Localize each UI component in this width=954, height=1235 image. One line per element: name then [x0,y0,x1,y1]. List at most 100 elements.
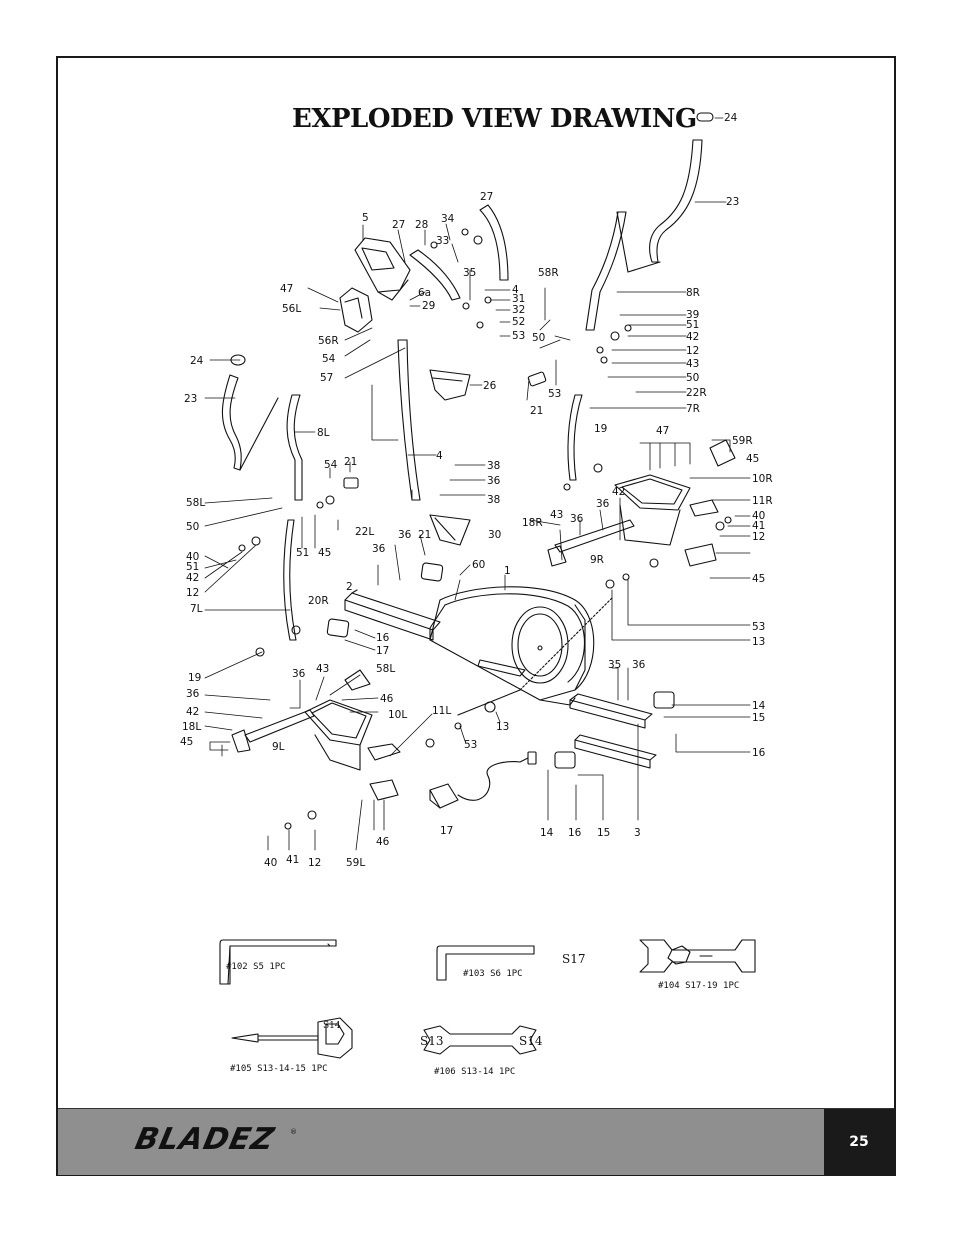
part-labels: 24 23 27 5 27 28 34 33 35 4 31 32 52 53 … [180,112,773,869]
part-label: 2 [346,581,353,593]
part-label: 3 [634,827,641,839]
part-label: 22L [355,526,374,538]
front-stabilizer-drawing [344,589,441,641]
part-label: 42 [186,706,199,718]
part-label: 11R [752,495,773,507]
part-label: 32 [512,304,525,316]
part-label: 40 [264,857,277,869]
part-label: 6a [418,287,431,299]
part-label: 36 [596,498,610,510]
console-drawing [354,237,411,301]
part-label: 10L [388,709,407,721]
size-label-s13: S13 [420,1034,444,1048]
part-label: 12 [308,857,321,869]
part-label: 8L [317,427,330,439]
part-label: 59L [346,857,365,869]
part-label: 40 [186,551,199,563]
part-label: 36 [487,475,501,487]
part-label: 53 [512,330,525,342]
part-label: 53 [548,388,561,400]
part-label: 12 [752,531,765,543]
screwdriver-wrench-105-icon [231,1017,353,1059]
part-label: 43 [550,509,563,521]
part-label: 21 [344,456,357,468]
page-title: EXPLODED VIEW DRAWING [292,104,697,134]
part-label: 15 [597,827,610,839]
part-label: 19 [594,423,607,435]
part-label: 51 [296,547,309,559]
tool-label-103: #103 S6 1PC [463,969,523,979]
size-label-s14-screwdriver: S14 [323,1021,341,1031]
part-label: 8R [686,287,700,299]
size-label-s17: S17 [562,952,586,966]
page-number: 25 [824,1108,894,1175]
part-label: 45 [180,736,193,748]
part-label: 13 [752,636,765,648]
part-label: 19 [188,672,201,684]
part-label: 59R [732,435,753,447]
part-label: 50 [532,332,545,344]
part-label: 36 [570,513,584,525]
part-label: 30 [488,529,501,541]
part-label: 4 [512,284,519,296]
part-label: 36 [632,659,646,671]
part-label: 12 [186,587,199,599]
footer-bar [58,1108,824,1175]
console-mast-drawing [397,339,471,546]
part-label: 24 [190,355,204,367]
part-label: 51 [186,561,199,573]
open-end-wrench-104-icon [639,939,756,973]
pedal-left-drawing [304,699,373,771]
part-label: 20R [308,595,329,607]
brand-logo: BLADEZ [132,1122,278,1157]
part-label: 16 [752,747,766,759]
tool-label-105: #105 S13-14-15 1PC [230,1064,328,1074]
part-label: 57 [320,372,333,384]
part-label: 7L [190,603,203,615]
part-label: 38 [487,460,500,472]
part-label: 43 [686,358,699,370]
part-label: 50 [686,372,699,384]
part-label: 53 [752,621,765,633]
part-label: 4 [436,450,443,462]
part-label: 9R [590,554,604,566]
part-label: 45 [752,573,765,585]
part-label: 46 [376,836,390,848]
part-label: 17 [376,645,389,657]
part-label: 42 [686,331,699,343]
part-label: 9L [272,741,285,753]
part-label: 60 [472,559,485,571]
part-label: 23 [726,196,739,208]
part-label: 42 [612,486,625,498]
size-label-s14: S14 [519,1034,543,1048]
part-label: 18R [522,517,543,529]
part-label: 47 [280,283,293,295]
part-label: 36 [398,529,412,541]
part-label: 5 [362,212,369,224]
part-label: 31 [512,293,525,305]
part-label: 27 [392,219,405,231]
rear-stabilizer-drawing [569,693,657,769]
part-label: 12 [686,345,699,357]
tool-labels: #102 S5 1PC #103 S6 1PC S17 #104 S17-19 … [226,952,739,1077]
part-label: 51 [686,319,699,331]
part-label: 34 [441,213,455,225]
part-label: 56R [318,335,339,347]
brand-registered-mark: ® [290,1128,297,1136]
leader-lines [204,117,751,851]
part-label: 35 [463,267,476,279]
part-label: 58L [186,497,205,509]
part-label: 52 [512,316,525,328]
part-label: 43 [316,663,329,675]
part-label: 21 [418,529,431,541]
part-label: 58R [538,267,559,279]
part-label: 56L [282,303,301,315]
part-label: 14 [752,700,766,712]
base-frame-drawing [429,586,595,706]
part-label: 24 [724,112,738,124]
part-label: 26 [483,380,497,392]
part-label: 16 [376,632,390,644]
part-label: 11L [432,705,451,717]
part-label: 1 [504,565,511,577]
